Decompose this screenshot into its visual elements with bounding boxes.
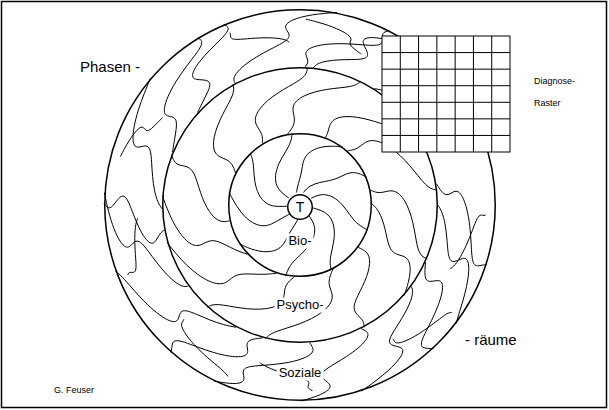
- grid-line: [491, 36, 492, 152]
- grid-line: [418, 36, 419, 152]
- wavy-line: [255, 67, 307, 143]
- wavy-line: [450, 215, 486, 269]
- space-label: - räume: [465, 331, 517, 348]
- grid-line: [455, 36, 456, 152]
- grid-line: [382, 102, 510, 103]
- grid-label: Diagnose- Raster: [534, 70, 575, 114]
- wavy-line: [347, 141, 437, 190]
- wavy-line: [275, 133, 292, 198]
- wavy-line: [230, 33, 289, 43]
- phase-label: Phasen -: [80, 58, 140, 75]
- wavy-line: [370, 190, 427, 259]
- wavy-line: [171, 338, 263, 357]
- wavy-line: [229, 193, 290, 226]
- grid-line: [382, 135, 510, 136]
- circle-shape: [288, 195, 313, 220]
- wavy-line: [297, 146, 343, 192]
- wavy-line: [193, 24, 229, 112]
- circle-label: Soziale: [277, 366, 324, 381]
- wavy-line: [305, 31, 390, 68]
- wavy-line: [361, 287, 412, 392]
- wavy-line: [411, 113, 483, 150]
- grid-cells: [382, 36, 510, 152]
- wavy-line: [438, 205, 469, 323]
- wavy-line: [250, 153, 287, 206]
- wavy-line: [313, 208, 335, 270]
- wavy-line: [304, 173, 367, 193]
- wavy-line: [104, 196, 164, 243]
- grid-line: [382, 69, 510, 70]
- wavy-line: [372, 204, 410, 296]
- wavy-line: [436, 184, 486, 266]
- author-label: G. Feuser: [54, 385, 94, 395]
- wavy-line: [354, 247, 370, 327]
- circle-shape: [229, 134, 372, 277]
- grid-frame: [382, 36, 510, 152]
- wavy-line: [172, 155, 230, 222]
- wavy-line: [120, 117, 162, 156]
- wavy-line: [164, 38, 201, 152]
- wavy-line: [311, 195, 367, 230]
- wavy-line: [421, 63, 434, 111]
- circle-shape: [163, 68, 438, 343]
- wavy-line: [313, 38, 419, 68]
- grid-line: [473, 36, 474, 152]
- circle-label: Psycho-: [275, 298, 326, 313]
- circle-label: T: [294, 199, 307, 215]
- middle-circle: Psycho- Bio- T: [162, 67, 438, 343]
- circle-shape: [105, 10, 496, 401]
- grid-line: [400, 36, 401, 152]
- grid-line: [382, 52, 510, 53]
- wavy-line: [213, 84, 235, 172]
- wavy-line: [116, 271, 236, 327]
- wavy-line: [421, 262, 442, 348]
- grid-line: [382, 118, 510, 119]
- grid-line: [436, 36, 437, 152]
- wavy-line: [182, 319, 228, 376]
- wavy-line: [288, 81, 361, 134]
- wavy-line: [374, 88, 480, 127]
- grid-line: [382, 85, 510, 86]
- wavy-line: [286, 215, 315, 276]
- circle-label: Bio-: [286, 234, 313, 249]
- inner-circle: Bio- T: [228, 133, 372, 277]
- outer-circle: Soziale Psycho- Bio- T: [104, 9, 496, 401]
- center-circle: T: [287, 194, 313, 220]
- wavy-line: [325, 117, 406, 138]
- wavy-line: [265, 269, 333, 339]
- wavy-line: [128, 218, 138, 275]
- wavy-line: [306, 19, 361, 54]
